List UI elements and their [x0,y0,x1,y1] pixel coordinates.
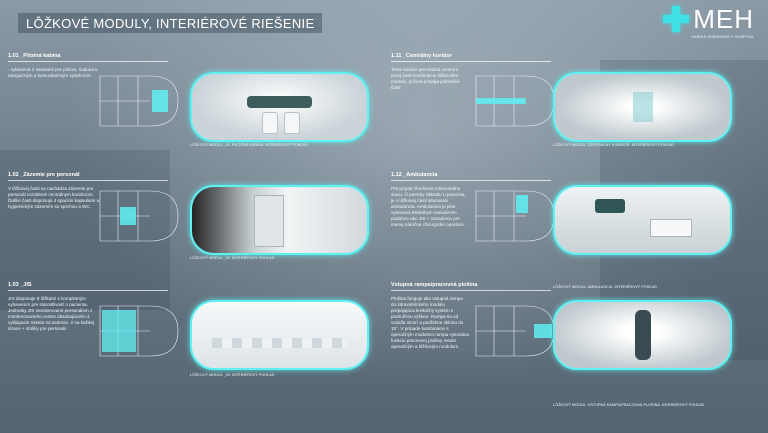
section-text: V lôžkovej časti sa nachádza zázemie pre… [8,186,100,209]
section-text: - vybavená 2 miestami pre pilotov, riadi… [8,67,99,78]
page-title: LÔŽKOVÉ MODULY, INTERIÉROVÉ RIEŠENIE [26,15,315,31]
section-heading: Vstupná rampa/pracovná plošina [391,282,551,291]
section-heading: 1.02 _Zázemie pre personál [8,172,168,181]
floor-plan-6 [474,300,556,362]
interior-view-pilot-cabin [190,72,369,142]
section-pilot-cabin: 1.01 _Pilotná kabína - vybavená 2 miesta… [8,53,168,79]
interior-view-corridor [553,72,732,142]
page-title-bar: LÔŽKOVÉ MODULY, INTERIÉROVÉ RIEŠENIE [18,13,323,33]
section-text: Plošina funguje ako vstupná rampa do zdr… [391,296,469,349]
section-heading: 1.11 _Centrálny koridor [391,53,551,62]
view-caption: LÔŽKOVÝ MODUL. CENTRÁLNY KORIDOR. INTERI… [553,143,675,147]
interior-view-icu [190,300,369,370]
section-staff-quarters: 1.02 _Zázemie pre personál V lôžkovej ča… [8,172,168,210]
interior-view-staff-quarters [190,185,369,255]
view-caption: LÔŽKOVÝ MODUL _02. INTERIÉROVÝ POHĽAD [190,256,275,260]
section-icu: 1.03 _JIS JIS disponuje 8 lôžkami s komp… [8,282,168,332]
view-caption: LÔŽKOVÝ MODUL _03. INTERIÉROVÝ POHĽAD [190,373,275,377]
floor-plan-1 [98,70,180,132]
section-text: JIS disponuje 8 lôžkami s kompletným vyb… [8,296,95,331]
section-heading: 1.03 _JIS [8,282,168,291]
floor-plan-4 [474,70,556,132]
logo-subtitle: MOBILE EMERGENCY HOSPITAL [691,34,754,39]
floor-plan-5 [474,185,556,247]
section-heading: 1.01 _Pilotná kabína [8,53,168,62]
section-text: Tento koridor prechádza centrom prvej ča… [391,67,460,90]
logo-word: MEH [693,4,754,34]
floor-plan-3 [98,300,180,362]
view-caption: LÔŽKOVÝ MODUL. VSTUPNÁ RAMPA/PRACOVNÁ PL… [553,403,705,407]
floor-plan-2 [98,185,180,247]
meh-logo: MEH MOBILE EMERGENCY HOSPITAL [663,4,754,39]
interior-view-ramp [553,300,732,370]
section-entry-ramp: Vstupná rampa/pracovná plošina Plošina f… [391,282,551,350]
view-caption: LÔŽKOVÝ MODUL. AMBULANCIA. INTERIÉROVÝ P… [553,285,657,289]
section-ambulance: 1.12 _Ambulancia Pre prípad zhoršenia zd… [391,172,551,228]
section-text: Pre prípad zhoršenia zdravotného stavu, … [391,186,466,227]
interior-view-ambulance [553,185,732,255]
section-central-corridor: 1.11 _Centrálny koridor Tento koridor pr… [391,53,551,91]
medical-cross-icon [663,6,690,32]
section-heading: 1.12 _Ambulancia [391,172,551,181]
view-caption: LÔŽKOVÝ MODUL _01. PILOTNÁ KABÍNA. INTER… [190,143,308,147]
